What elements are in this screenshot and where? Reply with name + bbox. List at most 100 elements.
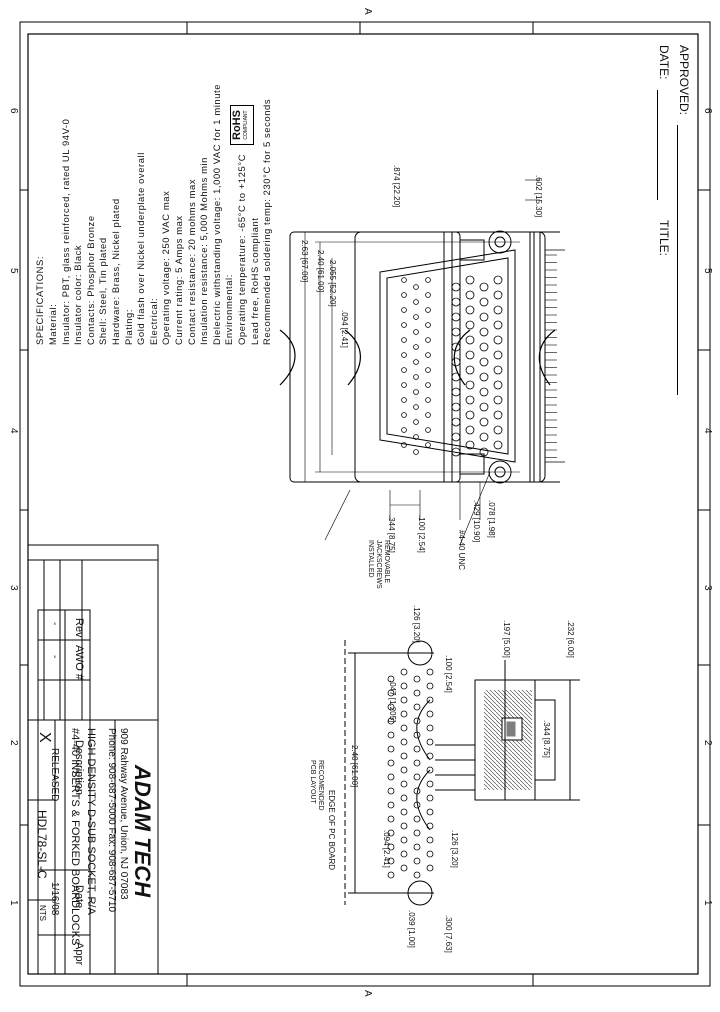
pcb-hole [400,822,408,830]
socket-contact [465,365,475,375]
dim-344: .344 [8.75] [387,515,396,553]
pcb-edge-note: EDGE OF PC BOARD [327,790,336,871]
top-view-contact [425,292,431,298]
zone-number-5-bottom: 5 [8,268,19,274]
socket-contact [493,275,503,285]
socket-contact [493,365,503,375]
socket-contact [479,327,489,337]
spec-line: Plating: [122,308,134,345]
top-view-contact [413,404,419,410]
pcb-hole [387,815,395,823]
pcb-hole [426,822,434,830]
top-view-contact [425,382,431,388]
pcb-hole [426,864,434,872]
pcb-hole [387,745,395,753]
rev-row-description: RELEASED [49,748,60,802]
pcb-hole [413,773,421,781]
jackscrew-note-line-3: INSTALLED [367,540,374,578]
dim-094: .094 [2.41] [340,310,349,348]
pcb-hole [426,808,434,816]
socket-contact [493,290,503,300]
dim-2-055: 2.055 [52.20] [328,260,337,307]
top-view-contact [401,397,407,403]
zone-number-2: 2 [702,740,713,746]
rev-header-appr: Appr [73,942,85,966]
title-block-frame [27,544,159,975]
rohs-badge-text: RoHS [231,110,243,140]
socket-contact [493,425,503,435]
pcb-hole [413,815,421,823]
pcb-hole [400,738,408,746]
side-view [435,660,580,801]
spec-line: Insulation resistance: 5,000 Mohms min [198,157,210,345]
pcb-hole [426,850,434,858]
pcb-hole [426,724,434,732]
zone-number-6-bottom: 6 [8,108,19,114]
zone-number-2-bottom: 2 [8,740,19,746]
top-view-contact [425,337,431,343]
top-view-dimension-lines [324,489,421,541]
spec-line: Hardware: Brass, Nickel plated [110,198,121,345]
top-view-contact [413,419,419,425]
thread-note: #4-40 UNC [457,530,466,571]
top-view-contact [401,442,407,448]
socket-contact [493,320,503,330]
pcb-hole [400,808,408,816]
top-view [279,231,560,483]
socket-contact [465,350,475,360]
pcb-hole [387,857,395,865]
spec-heading: SPECIFICATIONS: [34,255,45,345]
rev-row-date: 1/16/08 [49,882,60,916]
socket-contact [493,305,503,315]
pcb-dim-2-40: 2.40 [61.00] [350,745,359,788]
pcb-hole [413,731,421,739]
zone-number-6: 6 [702,108,713,114]
pcb-hole [387,703,395,711]
top-view-contact [425,397,431,403]
rev-row-rev: - [49,622,60,626]
top-view-contact [413,284,419,290]
pcb-hole [400,724,408,732]
front-view-contact-leads [545,254,557,458]
top-view-contact [413,344,419,350]
pcb-dim-039: .039 [1.00] [407,910,416,948]
pcb-hole [400,710,408,718]
socket-contact [479,342,489,352]
rohs-badge-sub: COMPLIANT [243,110,249,140]
pcb-dim-126: .126 [3.20] [412,605,421,643]
spec-line: Operating temperature: -65°C to +125°C [236,153,247,345]
socket-contact [479,387,489,397]
socket-contact [479,297,489,307]
spec-line: Recommended soldering temp: 230°C for 5 … [261,98,273,345]
pcb-hole [387,731,395,739]
top-view-contact [413,314,419,320]
socket-contact [451,282,461,292]
pcb-hole [387,801,395,809]
dim-602: .602 [15.30] [534,175,543,218]
pcb-layout-note: RECOMENDED PCB LAYOUT [308,760,324,811]
zone-ticks [20,22,710,986]
zone-letter-a-right: A [362,990,373,997]
pcb-layout-holes [387,668,434,879]
front-view-leads [545,249,565,463]
top-view-contact [425,412,431,418]
side-dim-232: .232 [6.00] [566,620,575,658]
socket-contact [493,335,503,345]
zone-letter-a-left: A [362,8,373,15]
socket-contact [451,432,461,442]
socket-contact [465,320,475,330]
socket-contact [479,357,489,367]
socket-contact [451,402,461,412]
pcb-hole [413,857,421,865]
pcb-hole [413,675,421,683]
dim-100: .100 [2.54] [417,515,426,553]
zone-number-1: 1 [702,900,713,906]
pcb-hole [413,843,421,851]
top-view-contact [413,374,419,380]
top-view-contact [413,449,419,455]
socket-contact [465,305,475,315]
spec-line: Operating voltage: 250 VAC max [160,190,172,345]
dim-429: .429 [10.90] [472,500,481,543]
top-view-contact [425,427,431,433]
top-view-pins [401,277,431,455]
